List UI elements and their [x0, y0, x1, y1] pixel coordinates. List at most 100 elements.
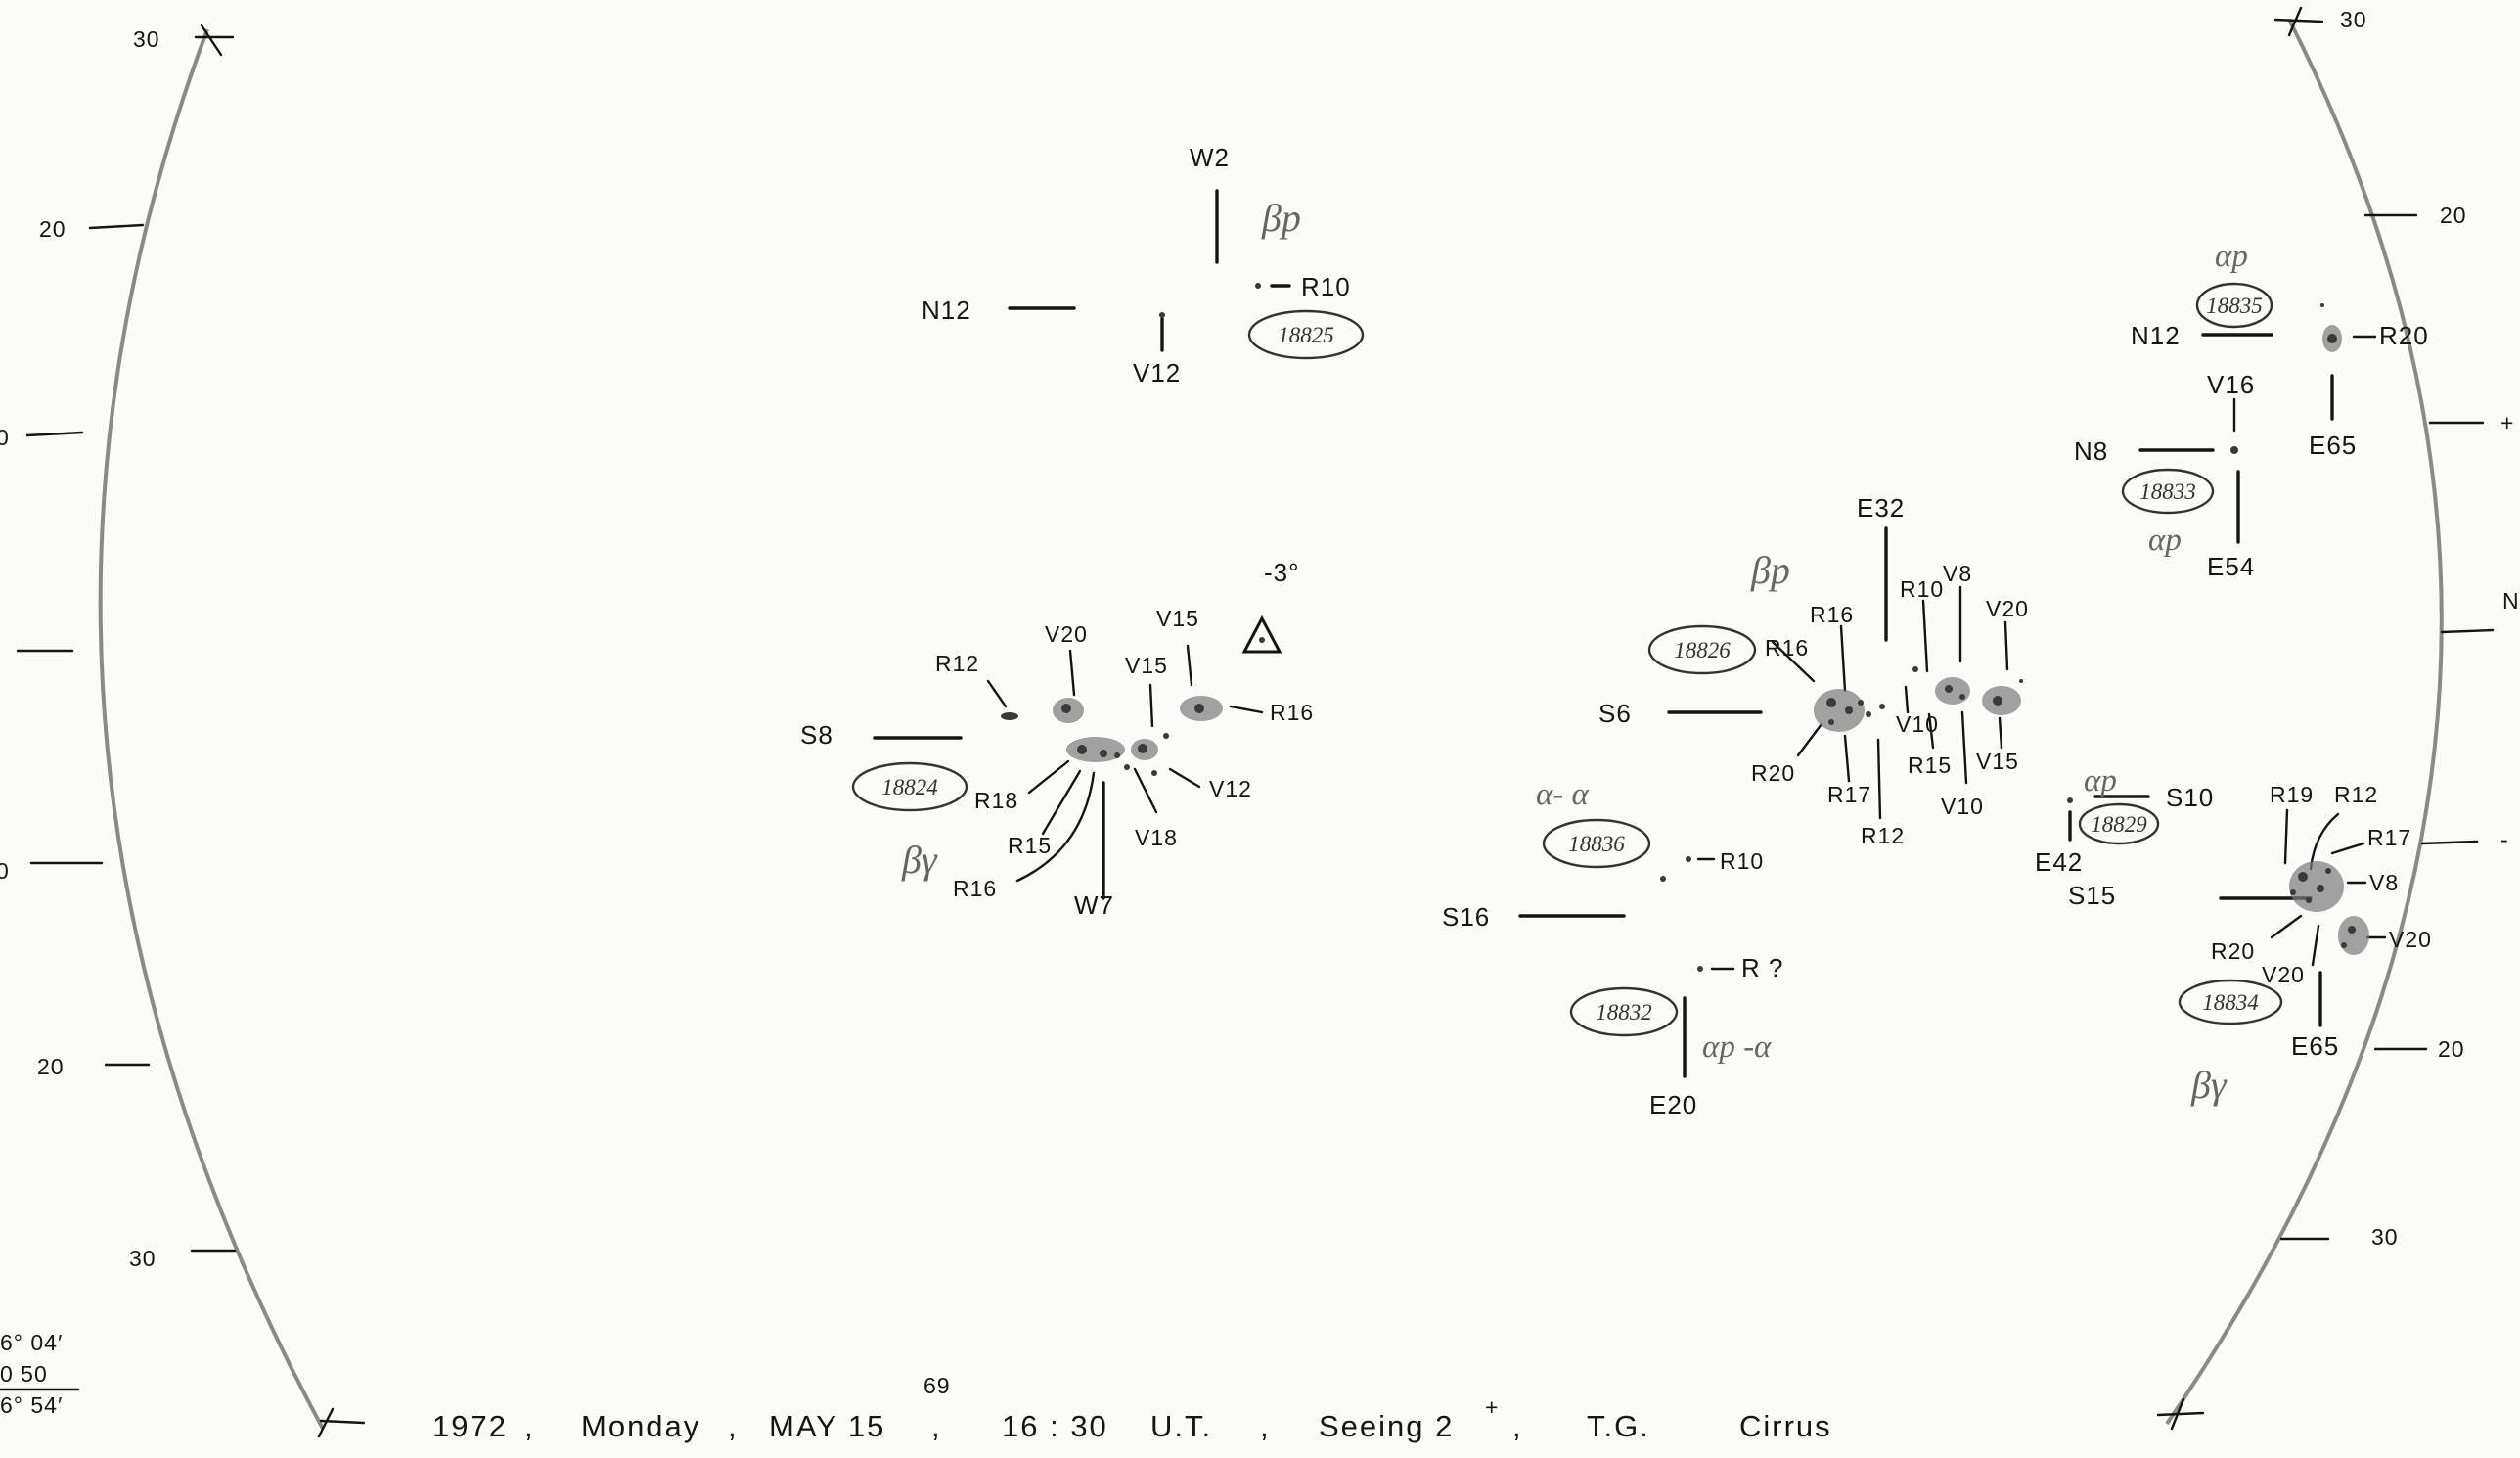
- observation-footer: 1972 , Monday , MAY 15 69 , 16 : 30 U.T.…: [432, 1373, 1832, 1443]
- region-class: βγ: [2190, 1063, 2228, 1107]
- region-label: E65: [2291, 1031, 2339, 1061]
- region-label: V15: [1976, 749, 2019, 774]
- region-18826: E32 R16 R10 V8 V20 R16 S6 V10 R20 R17 R1…: [1598, 493, 2029, 848]
- svg-text:,: ,: [1260, 1409, 1271, 1443]
- region-label: V20: [1986, 596, 2029, 621]
- region-label: R20: [1751, 760, 1795, 786]
- right-scale-label: 30: [2371, 1224, 2399, 1250]
- region-number: 18824: [881, 775, 938, 799]
- region-number: 18829: [2091, 812, 2147, 837]
- region-label: W2: [1190, 143, 1230, 172]
- region-label: R16: [1270, 700, 1314, 725]
- svg-text:,: ,: [524, 1409, 535, 1443]
- left-solar-limb: [98, 28, 325, 1430]
- region-label: V10: [1896, 711, 1939, 737]
- region-number: 18834: [2202, 990, 2259, 1015]
- region-18833: V16 N8 E54 18833 αp: [2074, 370, 2255, 581]
- footer-time-unit: U.T.: [1150, 1409, 1212, 1443]
- region-number: 18825: [1278, 323, 1334, 347]
- svg-text:,: ,: [931, 1409, 942, 1443]
- region-label: N8: [2074, 436, 2108, 466]
- region-label: S8: [800, 720, 833, 750]
- right-scale-label: 20: [2438, 1036, 2465, 1062]
- region-label: V15: [1125, 653, 1168, 678]
- region-label: R10: [1900, 576, 1944, 602]
- left-scale-label: 30: [129, 1246, 157, 1271]
- region-label: R17: [1827, 782, 1871, 807]
- region-label: E42: [2035, 847, 2083, 877]
- region-label: E65: [2309, 431, 2357, 460]
- footer-date: MAY 15: [769, 1409, 885, 1443]
- region-label: V15: [1156, 606, 1199, 631]
- right-scale-label: +: [2500, 410, 2514, 435]
- region-label: E54: [2207, 552, 2255, 581]
- right-scale: 30 20 + N - 20 30: [2156, 6, 2520, 1431]
- region-label: V12: [1133, 358, 1181, 387]
- footer-seeing-sup: +: [1485, 1394, 1499, 1420]
- region-label: E20: [1649, 1090, 1697, 1119]
- region-label: E32: [1857, 493, 1905, 523]
- region-label: R16: [953, 876, 997, 901]
- region-label: R12: [935, 651, 979, 676]
- region-number: 18832: [1596, 1000, 1652, 1025]
- svg-text:,: ,: [1512, 1409, 1523, 1443]
- region-label: V12: [1209, 776, 1252, 801]
- region-label: W7: [1074, 890, 1114, 920]
- left-scale-label: 20: [37, 1054, 65, 1079]
- region-label: R16: [1765, 635, 1809, 661]
- region-class: α- α: [1536, 777, 1590, 812]
- region-class: βp: [1750, 548, 1790, 592]
- right-scale-label: N: [2502, 588, 2520, 614]
- region-18835: N12 R20 E65 18835 αp: [2131, 239, 2428, 460]
- right-scale-label: -: [2500, 827, 2509, 852]
- region-class: αp: [2084, 763, 2117, 798]
- left-scale-label: 0: [0, 858, 10, 884]
- region-label: R16: [1810, 602, 1854, 627]
- region-label: V20: [2262, 962, 2305, 987]
- footer-date-sup: 69: [923, 1373, 951, 1398]
- right-scale-label: 20: [2440, 203, 2467, 228]
- region-label: R20: [2211, 938, 2255, 964]
- footer-sky: Cirrus: [1739, 1409, 1832, 1443]
- region-label: V20: [2389, 927, 2432, 952]
- region-number: 18826: [1674, 638, 1731, 662]
- region-18836: R10 18836 α- α: [1536, 777, 1763, 882]
- region-label: N12: [922, 296, 971, 325]
- region-note: -3°: [1264, 558, 1300, 587]
- region-label: R15: [1908, 752, 1952, 778]
- region-label: V20: [1045, 621, 1088, 647]
- region-number: 18836: [1568, 832, 1625, 856]
- region-label: R17: [2367, 825, 2411, 850]
- region-label: S15: [2068, 881, 2116, 910]
- region-class: βp: [1261, 196, 1301, 240]
- region-label: N12: [2131, 321, 2181, 350]
- svg-text:6° 04′: 6° 04′: [0, 1330, 63, 1355]
- left-scale-label: 0: [0, 425, 10, 450]
- region-18834: R19 R12 R17 V8 S15 R20 V20 V20 E65 18834…: [2068, 782, 2432, 1107]
- region-class: αp -α: [1702, 1029, 1772, 1065]
- region-label: R18: [974, 788, 1018, 813]
- region-label: R12: [1861, 823, 1905, 848]
- svg-text:,: ,: [728, 1409, 739, 1443]
- region-label: V8: [2369, 870, 2399, 895]
- region-label: R19: [2270, 782, 2314, 807]
- region-label: V8: [1943, 561, 1972, 586]
- region-label: S16: [1442, 902, 1490, 932]
- region-18824: S8 R12 V20 V15 V15 R16 R18 R15 R16 W7 V1…: [800, 558, 1314, 920]
- footer-seeing: Seeing 2: [1319, 1409, 1454, 1443]
- region-number: 18835: [2206, 294, 2263, 318]
- right-scale-label: 30: [2340, 7, 2367, 32]
- region-label: R12: [2334, 782, 2378, 807]
- region-class: βγ: [901, 838, 938, 882]
- region-label: V10: [1941, 794, 1984, 819]
- region-label: R ?: [1741, 953, 1783, 982]
- region-18829: S10 E42 18829 αp: [2035, 763, 2214, 877]
- region-label: V16: [2207, 370, 2255, 399]
- region-label: S6: [1598, 699, 1632, 728]
- svg-text:6° 54′: 6° 54′: [0, 1392, 63, 1418]
- region-class: αp: [2215, 239, 2248, 274]
- footer-year: 1972: [432, 1409, 508, 1443]
- left-scale-label: 20: [39, 216, 67, 242]
- region-label: S10: [2166, 783, 2214, 812]
